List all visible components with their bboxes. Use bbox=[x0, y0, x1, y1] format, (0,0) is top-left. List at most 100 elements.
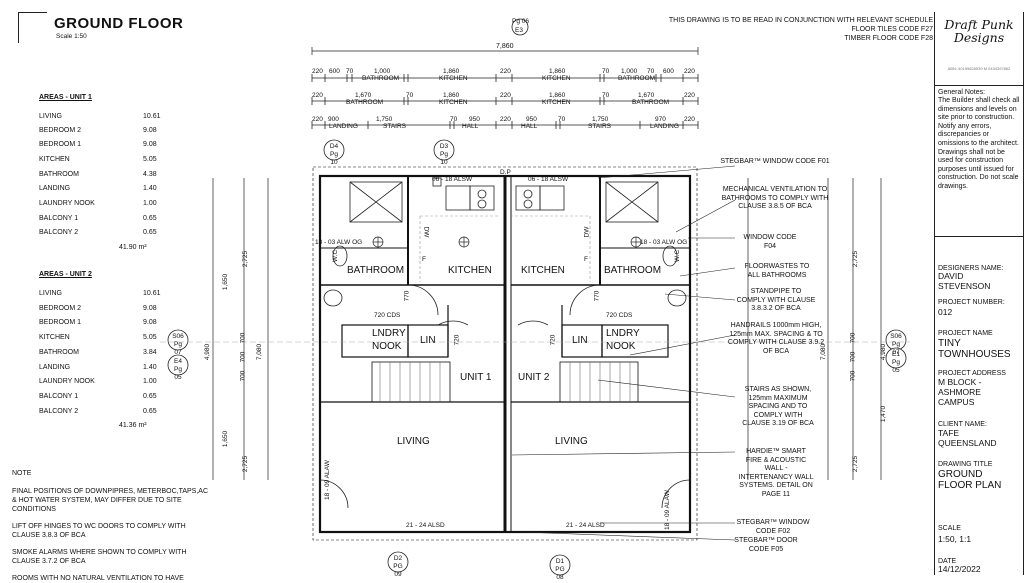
code-win-liv-left: 18 - 09 ALAW bbox=[324, 460, 331, 500]
general-notes-body: The Builder shall check all dimensions a… bbox=[938, 97, 1020, 190]
callout-floorwastes: FLOORWASTES TO ALL BATHROOMS bbox=[744, 263, 810, 279]
code-d720-left: 720 bbox=[453, 334, 461, 346]
callout-standpipe: STANDPIPE TO COMPLY WITH CLAUSE 3.8.3.2 … bbox=[736, 288, 816, 312]
code-win-bottom-right: 21 - 24 ALSD bbox=[566, 522, 605, 529]
page-scale: Scale 1:50 bbox=[56, 33, 87, 40]
areas-unit1-title: AREAS - UNIT 1 bbox=[39, 94, 92, 101]
room-laundry-right: LNDRY NOOK bbox=[606, 328, 640, 352]
designers-label: DESIGNERS NAME: bbox=[938, 265, 1004, 272]
company-abn: ABN: 40159628539 M 0434397862 bbox=[947, 66, 1011, 71]
dim-overall: 7,860 bbox=[496, 43, 514, 50]
area-total: 41.90 m² bbox=[119, 244, 147, 251]
project-number-label: PROJECT NUMBER: bbox=[938, 299, 1005, 306]
section-markers bbox=[167, 18, 907, 576]
room-lin-right: LIN bbox=[572, 335, 588, 346]
code-fridge-right: F bbox=[584, 256, 588, 263]
project-address-label: PROJECT ADDRESS bbox=[938, 370, 1006, 377]
code-dw-left: DW bbox=[422, 226, 430, 238]
fixtures bbox=[319, 177, 691, 509]
shower-left bbox=[349, 181, 403, 223]
dim-row2: 220 1,670 70 1,860 220 1,860 70 1,670 22… bbox=[312, 92, 695, 106]
code-cds-right: 720 CDS bbox=[606, 312, 633, 319]
project-name-label: PROJECT NAME bbox=[938, 330, 993, 337]
callout-window-f01: STEGBAR™ WINDOW CODE F01 bbox=[720, 158, 830, 165]
code-win-top-left: 06 - 18 ALSW bbox=[432, 176, 473, 183]
notes-title: NOTE bbox=[12, 470, 32, 477]
callout-mech-vent: MECHANICAL VENTILATION TO BATHROOMS TO C… bbox=[721, 186, 829, 210]
shower-right bbox=[605, 181, 659, 223]
project-address-value: M BLOCK - ASHMORE CAMPUS bbox=[938, 377, 982, 407]
walls bbox=[312, 166, 698, 541]
code-dp: D.P bbox=[500, 169, 511, 176]
room-living-left: LIVING bbox=[397, 436, 430, 447]
sink-right bbox=[539, 185, 565, 211]
basin-right bbox=[667, 289, 687, 307]
designers-value: DAVID STEVENSON bbox=[938, 271, 991, 291]
code-win-side-left: 18 - 03 ALW OG bbox=[315, 239, 363, 246]
vent-symbols bbox=[372, 236, 642, 248]
cooktop-left bbox=[469, 185, 495, 211]
code-win-liv-right: 18 - 09 ALAW bbox=[664, 490, 671, 530]
project-number-value: 012 bbox=[938, 307, 953, 317]
code-win-bottom-left: 21 - 24 ALSD bbox=[406, 522, 445, 529]
room-kitchen-right: KITCHEN bbox=[521, 265, 565, 276]
room-bathroom-left: BATHROOM bbox=[347, 265, 405, 276]
room-kitchen-left: KITCHEN bbox=[448, 265, 492, 276]
door-swing-left bbox=[407, 284, 439, 316]
dimension-ticks bbox=[311, 74, 699, 129]
project-name-value: TINY TOWNHOUSES bbox=[938, 338, 1011, 360]
dim-row1: 220 600 70 1,000 1,860 220 1,860 70 1,00… bbox=[312, 68, 695, 82]
callout-door-f05: STEGBAR™ DOOR CODE F05 bbox=[734, 537, 798, 553]
company-logo: Draft Punk Designs bbox=[944, 17, 1014, 45]
callout-leaders bbox=[511, 165, 736, 541]
wc-left bbox=[332, 245, 348, 267]
dim-right-vertical: 7,080 4,980 2,725 700 700 700 1,470 2,72… bbox=[820, 250, 888, 473]
code-cds-left: 720 CDS bbox=[374, 312, 401, 319]
date-value: 14/12/2022 bbox=[938, 564, 981, 574]
room-bathroom-right: BATHROOM bbox=[604, 265, 662, 276]
area-total: 41.36 m² bbox=[119, 422, 147, 429]
stair-treads bbox=[379, 362, 631, 402]
client-label: CLIENT NAME: bbox=[938, 421, 987, 428]
drawing-title-value: GROUND FLOOR PLAN bbox=[938, 469, 1002, 491]
page-title: GROUND FLOOR bbox=[54, 15, 184, 32]
room-living-right: LIVING bbox=[555, 436, 588, 447]
drawing-title-label: DRAWING TITLE bbox=[938, 461, 993, 468]
date-label: DATE bbox=[938, 558, 957, 565]
room-laundry-left: LNDRY NOOK bbox=[372, 328, 406, 352]
code-wc-right: W.C bbox=[674, 249, 682, 263]
wc-right bbox=[662, 245, 678, 267]
smoke-alarm-box bbox=[432, 177, 442, 187]
code-win-top-right: 06 - 18 ALSW bbox=[528, 176, 569, 183]
code-d770-right: 770 bbox=[593, 290, 601, 302]
sink-left bbox=[445, 185, 471, 211]
code-d720-right: 720 bbox=[549, 334, 557, 346]
notice-line: THIS DRAWING IS TO BE READ IN CONJUNCTIO… bbox=[668, 17, 933, 24]
notice-line: TIMBER FLOOR CODE F28 bbox=[844, 35, 933, 42]
door-swing-right bbox=[569, 284, 601, 316]
scale-label: SCALE bbox=[938, 525, 961, 532]
note-item: LIFT OFF HINGES TO WC DOORS TO COMPLY WI… bbox=[12, 523, 186, 539]
callout-window-f04: WINDOW CODE F04 bbox=[743, 234, 797, 250]
